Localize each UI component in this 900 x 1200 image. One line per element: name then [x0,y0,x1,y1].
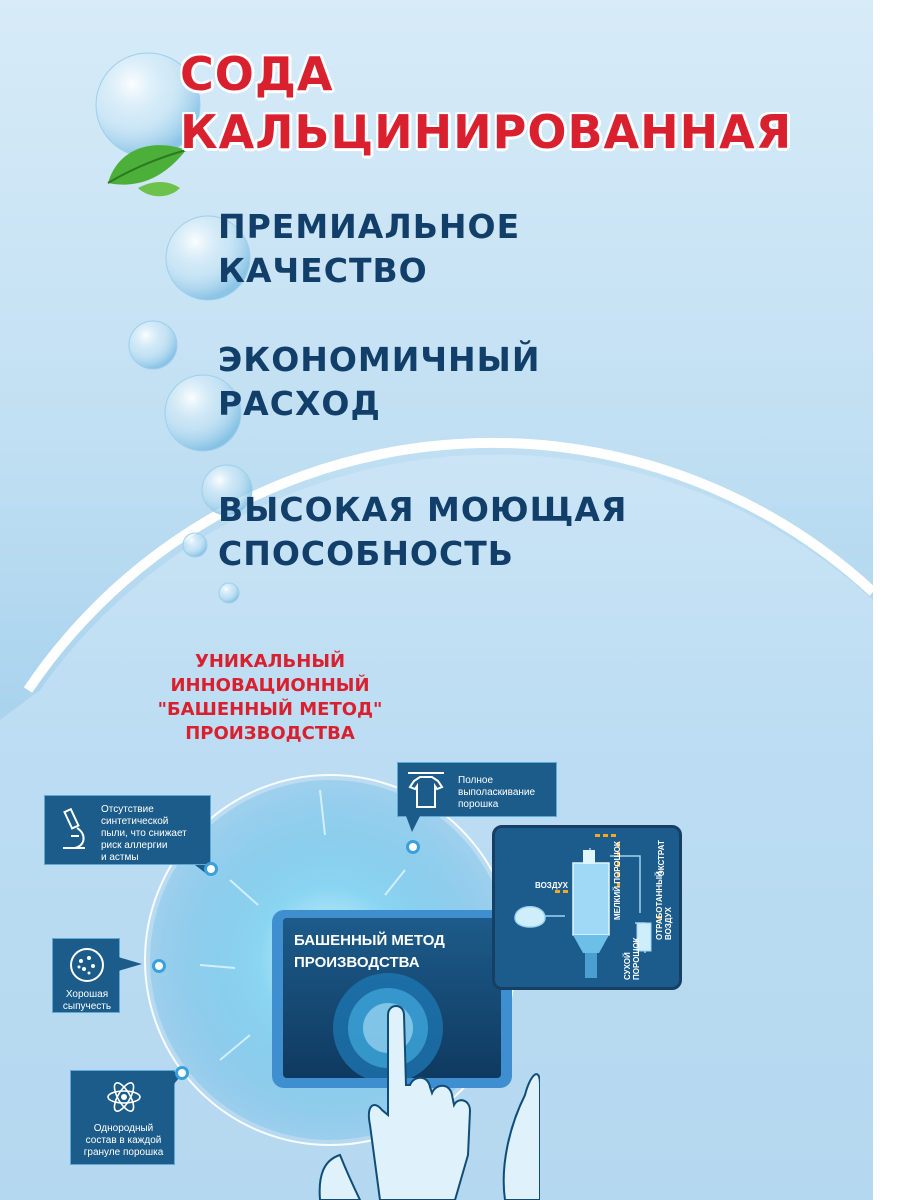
info-flow-text: Хорошая сыпучесть [62,989,112,1012]
title-line-1: СОДА [180,47,334,101]
connector-dot-uniform [175,1066,189,1080]
benefit-cleaning-line-1: ВЫСОКАЯ МОЮЩАЯ [218,490,628,529]
hand-icon [318,1005,540,1200]
diagram-label-dry-powder: СУХОЙ ПОРОШОК [623,937,641,980]
method-caption-line-2: ИННОВАЦИОННЫЙ [170,675,370,696]
poster: СОДА КАЛЬЦИНИРОВАННАЯ ПРЕМИАЛЬНОЕ КАЧЕСТ… [0,0,873,1200]
diagram-label-fine-powder: МЕЛКИЙ ПОРОШОК [613,841,622,920]
tablet-label: БАШЕННЫЙ МЕТОД ПРОИЗВОДСТВА [294,932,445,971]
tower-diagram-graphics [514,834,662,978]
granules-icon [70,948,104,982]
diagram-label-air: ВОЗДУХ [535,881,568,890]
connector-dot-flow [152,959,166,973]
tshirt-icon [408,772,444,808]
title-line-2: КАЛЬЦИНИРОВАННАЯ [180,105,793,159]
microscope-icon [63,807,85,849]
benefit-cleaning-line-2: СПОСОБНОСТЬ [218,534,514,573]
atom-icon [107,1082,141,1112]
benefit-quality-line-1: ПРЕМИАЛЬНОЕ [218,207,521,246]
benefit-quality: ПРЕМИАЛЬНОЕ КАЧЕСТВО [218,205,520,293]
benefit-economy: ЭКОНОМИЧНЫЙ РАСХОД [218,338,540,426]
tower-process-diagram: ВОЗДУХ МЕЛКИЙ ПОРОШОК ЭКСТРАТ ОТРАБОТАНН… [492,825,682,990]
info-box-uniform: Однородный состав в каждой грануле порош… [70,1070,175,1165]
method-caption-line-1: УНИКАЛЬНЫЙ [194,651,346,672]
info-rinse-text: Полное выполаскивание порошка [458,775,536,810]
info-dust-text: Отсутствие синтетической пыли, что снижа… [101,804,187,863]
benefit-economy-line-2: РАСХОД [218,384,381,423]
info-box-dust: Отсутствие синтетической пыли, что снижа… [44,795,211,865]
connector-dot-rinse [406,840,420,854]
connector-rinse [406,816,420,832]
benefit-quality-line-2: КАЧЕСТВО [218,251,428,290]
method-caption: УНИКАЛЬНЫЙ ИННОВАЦИОННЫЙ "БАШЕННЫЙ МЕТОД… [120,650,420,746]
info-box-rinse: Полное выполаскивание порошка [397,762,557,817]
connector-dot-dust [204,862,218,876]
diagram-label-exhaust-air: ОТРАБОТАННЫЙ ВОЗДУХ [655,871,673,940]
leaf-icon [107,145,187,197]
method-caption-line-3: "БАШЕННЫЙ МЕТОД" [157,699,383,720]
info-uniform-text: Однородный состав в каждой грануле порош… [83,1123,164,1158]
page-title: СОДА КАЛЬЦИНИРОВАННАЯ [180,45,792,161]
info-box-flow: Хорошая сыпучесть [52,938,120,1013]
benefit-cleaning: ВЫСОКАЯ МОЮЩАЯ СПОСОБНОСТЬ [218,488,627,576]
method-caption-line-4: ПРОИЗВОДСТВА [185,723,355,744]
benefit-economy-line-1: ЭКОНОМИЧНЫЙ [218,340,541,379]
connector-flow [118,957,142,971]
